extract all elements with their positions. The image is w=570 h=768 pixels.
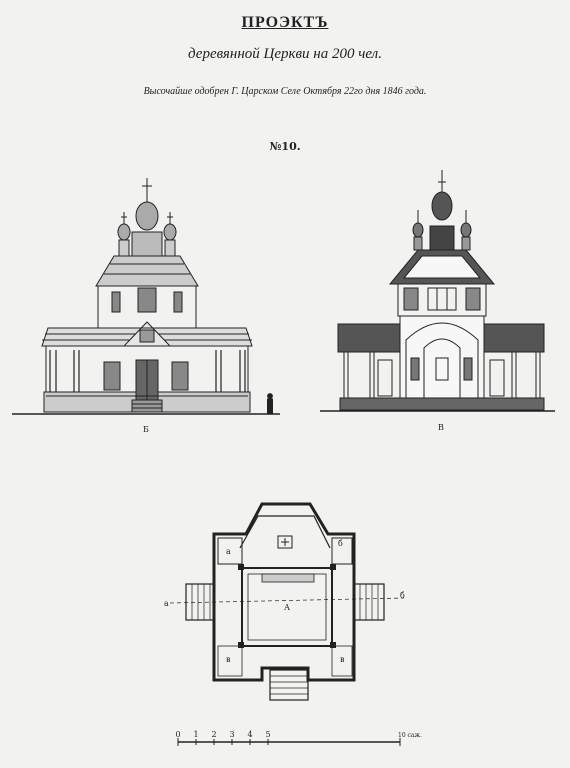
plan-axis-right: б — [400, 591, 405, 600]
section-elevation — [320, 170, 555, 412]
scale-tick-4: 4 — [247, 730, 252, 739]
sheet-subtitle: деревянной Церкви на 200 чел. — [188, 46, 382, 62]
scale-tick-1: 1 — [193, 730, 198, 739]
plan-axis-left: а — [164, 599, 169, 608]
front-elevation — [12, 178, 280, 415]
section-view-label: В — [438, 423, 444, 432]
scale-tick-3: 3 — [229, 730, 234, 739]
plan-label-hall: А — [284, 603, 290, 612]
scale-tick-0: 0 — [175, 730, 180, 739]
front-view-label: Б — [143, 425, 149, 434]
plan-label-a: а — [226, 547, 231, 556]
scale-figure — [267, 393, 273, 414]
project-number: №10. — [269, 140, 301, 153]
floor-plan — [169, 502, 405, 701]
approval-note: Высочайше одобрен Г. Царском Селе Октябр… — [143, 86, 427, 97]
scale-tick-5: 5 — [265, 730, 270, 739]
plan-label-b: б — [338, 539, 343, 548]
scale-bar — [177, 738, 401, 746]
scale-end-label: 10 саж. — [398, 732, 422, 739]
sheet-title: ПРОЭКТЪ — [241, 14, 329, 31]
plan-label-v-left: в — [226, 655, 231, 664]
plan-label-v-right: в — [340, 655, 345, 664]
scale-tick-2: 2 — [211, 730, 216, 739]
